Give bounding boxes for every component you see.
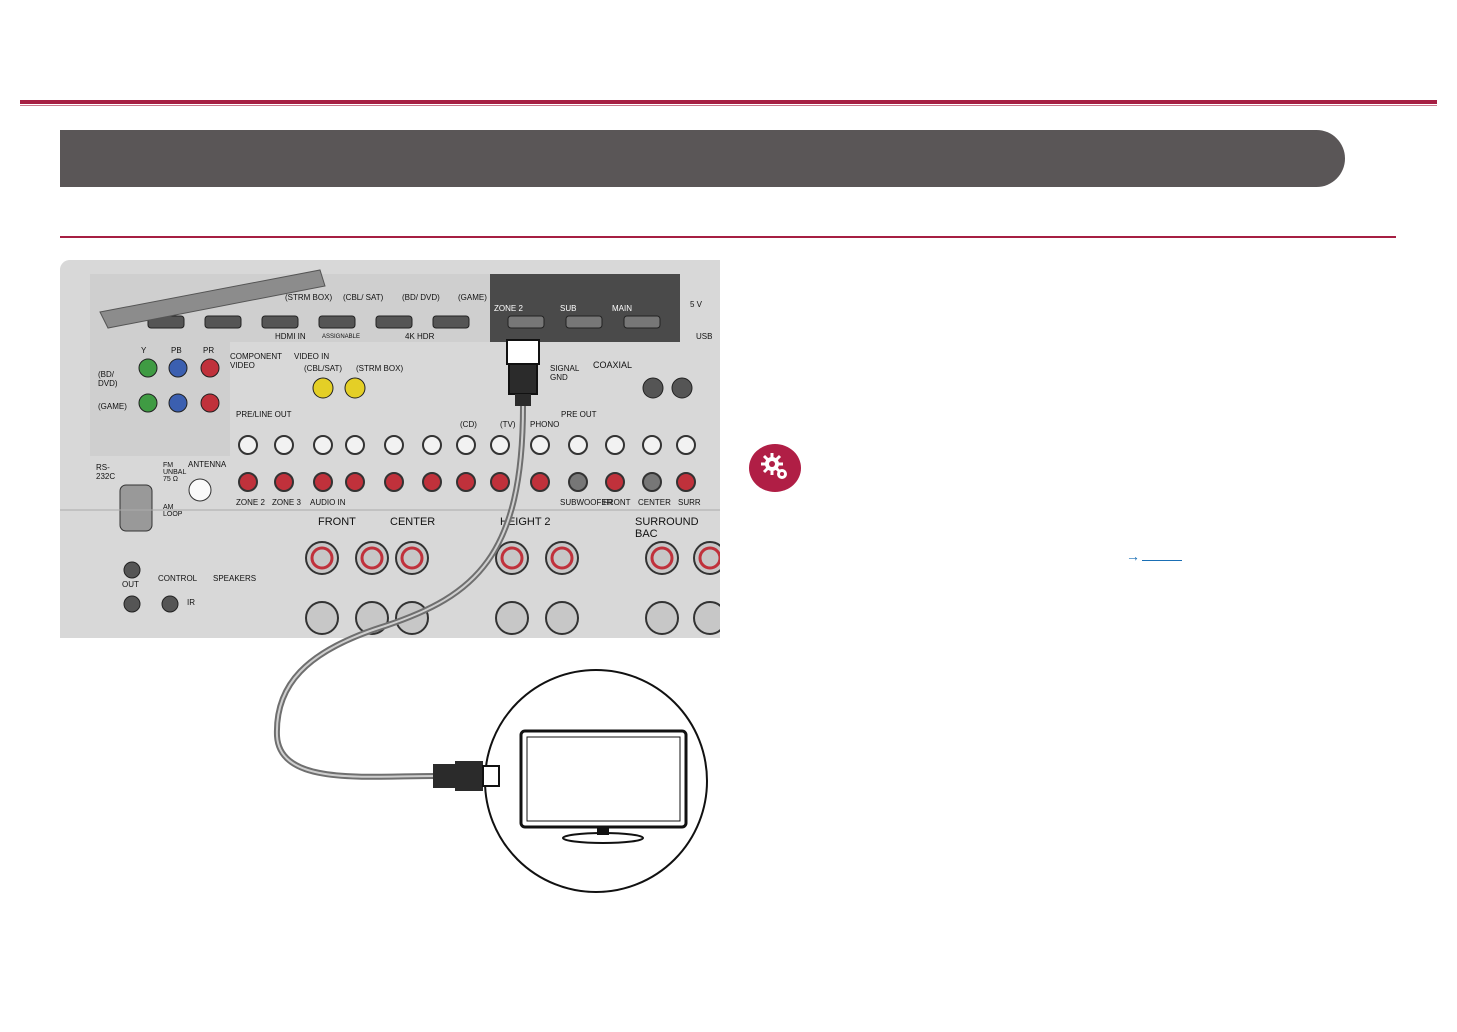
label-control: CONTROL bbox=[158, 574, 198, 583]
label-usb: USB bbox=[696, 332, 713, 341]
label-am: AM LOOP bbox=[163, 504, 183, 518]
hdmi-plug-icon bbox=[433, 761, 500, 791]
setup-gear-icon bbox=[749, 444, 801, 492]
label-zone2: ZONE 2 bbox=[494, 304, 523, 313]
label-pb: PB bbox=[171, 346, 182, 355]
label-signal-gnd: SIGNAL GND bbox=[550, 364, 580, 382]
label-bd-dvd: (BD/ DVD) bbox=[402, 293, 440, 302]
label-y: Y bbox=[141, 346, 147, 355]
label-strm-box: (STRM BOX) bbox=[285, 293, 333, 302]
label-cbl-sat2: (CBL/SAT) bbox=[304, 364, 343, 373]
label-phono: PHONO bbox=[530, 420, 560, 429]
rear-panel-drawing bbox=[60, 260, 720, 638]
connection-diagram: (STRM BOX) (CBL/ SAT) (BD/ DVD) (GAME) H… bbox=[55, 256, 720, 896]
label-antenna: ANTENNA bbox=[188, 460, 227, 469]
label-zone3: ZONE 3 bbox=[272, 498, 301, 507]
label-center-out: CENTER bbox=[638, 498, 671, 507]
label-audio-in: AUDIO IN bbox=[310, 498, 346, 507]
link-arrow-icon: → bbox=[1126, 548, 1140, 564]
label-game: (GAME) bbox=[458, 293, 487, 302]
label-assignable: ASSIGNABLE bbox=[322, 334, 361, 340]
wireless-antenna bbox=[99, 269, 326, 329]
link-underline bbox=[1142, 560, 1182, 561]
label-game-in: (GAME) bbox=[98, 402, 127, 411]
label-center-sp: CENTER bbox=[390, 516, 436, 528]
label-main: MAIN bbox=[612, 304, 632, 313]
label-front-sp: FRONT bbox=[318, 516, 356, 528]
label-surr: SURR bbox=[678, 498, 701, 507]
label-zone2b: ZONE 2 bbox=[236, 498, 265, 507]
label-coaxial: COAXIAL bbox=[593, 360, 633, 370]
reference-link[interactable]: → bbox=[1126, 548, 1182, 564]
label-bd-dvd-in: (BD/ DVD) bbox=[98, 370, 118, 388]
hdmi-plug-icon bbox=[506, 339, 540, 406]
tv-icon bbox=[519, 729, 688, 844]
top-rule bbox=[20, 100, 1437, 104]
cable-and-tv bbox=[273, 339, 708, 893]
label-sub: SUB bbox=[560, 304, 577, 313]
receiver-rear-panel: (STRM BOX) (CBL/ SAT) (BD/ DVD) (GAME) H… bbox=[60, 260, 720, 638]
label-cd: (CD) bbox=[460, 420, 477, 429]
label-fm: FM UNBAL 75 Ω bbox=[163, 462, 187, 483]
label-ir: IR bbox=[187, 598, 195, 607]
label-strm-box2: (STRM BOX) bbox=[356, 364, 404, 373]
label-speakers: SPEAKERS bbox=[213, 574, 257, 583]
section-banner bbox=[60, 130, 1345, 187]
label-cbl-sat: (CBL/ SAT) bbox=[343, 293, 384, 302]
label-pre-line-out: PRE/LINE OUT bbox=[236, 410, 292, 419]
label-component-video: COMPONENT VIDEO bbox=[230, 352, 282, 370]
label-pre-out: PRE OUT bbox=[561, 410, 597, 419]
label-tv: (TV) bbox=[500, 420, 516, 429]
label-out: OUT bbox=[122, 580, 139, 589]
label-4k-hdr: 4K HDR bbox=[405, 332, 435, 341]
label-height2: HEIGHT 2 bbox=[500, 516, 551, 528]
hdmi-out-block bbox=[490, 274, 680, 342]
label-video-in: VIDEO IN bbox=[294, 352, 330, 361]
label-rs232c: RS-232C bbox=[96, 463, 116, 481]
top-rule-thin bbox=[20, 105, 1437, 106]
label-5v: 5 V bbox=[690, 300, 703, 309]
label-pr: PR bbox=[203, 346, 215, 355]
label-front-out: FRONT bbox=[603, 498, 631, 507]
label-hdmi-in: HDMI IN bbox=[275, 332, 306, 341]
sub-rule bbox=[60, 236, 1396, 238]
label-subwoofer: SUBWOOFER bbox=[560, 498, 613, 507]
label-surround-back: SURROUND BAC bbox=[635, 516, 699, 540]
